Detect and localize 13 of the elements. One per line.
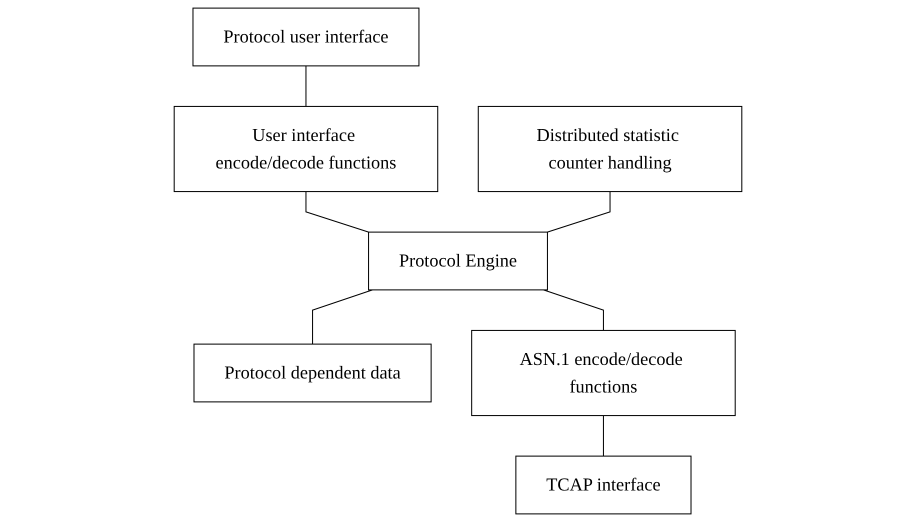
connector [312,289,373,344]
connector [543,289,604,330]
node-box: Distributed statistic counter handling [478,106,742,192]
node-box: TCAP interface [515,456,692,514]
node-box: Protocol Engine [368,232,548,290]
node-box: User interface encode/decode functions [174,106,438,192]
node-box: Protocol user interface [192,8,420,66]
node-box: Protocol dependent data [193,344,432,402]
connector [305,192,369,233]
connector [602,416,604,456]
connector [305,66,306,106]
connector [547,192,611,233]
node-box: ASN.1 encode/decode functions [471,330,736,416]
